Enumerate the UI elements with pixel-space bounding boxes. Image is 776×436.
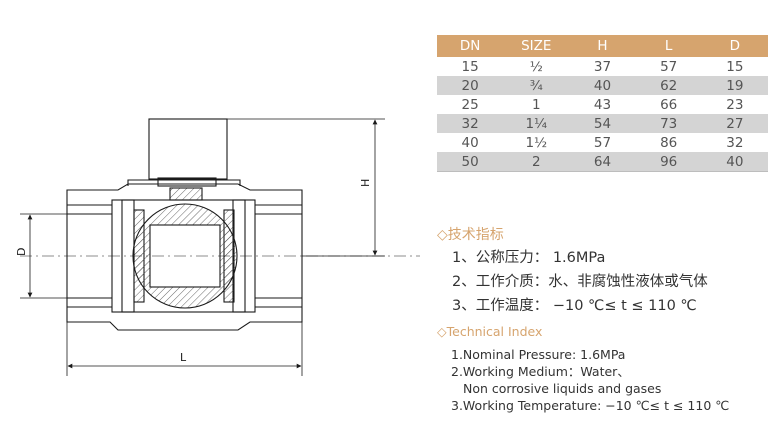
cell: 40	[461, 134, 479, 151]
table-row: 40 1½ 57 86 32	[437, 133, 768, 152]
table-row: 15 ½ 37 57 15	[437, 57, 768, 76]
cell: 1½	[525, 134, 548, 151]
cell: 25	[461, 96, 479, 113]
list-item: 1.Nominal Pressure: 1.6MPa	[451, 347, 626, 362]
cell: 96	[635, 152, 702, 172]
cell: 1¼	[503, 114, 570, 133]
header-size: SIZE	[503, 35, 570, 57]
list-item: 1、公称压力： 1.6MPa	[452, 250, 606, 266]
cell: 64	[569, 152, 636, 172]
cell: 37	[593, 58, 612, 75]
list-item: 3、工作温度： −10 ℃≤ t ≤ 110 ℃	[452, 298, 697, 314]
table-row: 20 ¾ 40 62 19	[437, 76, 768, 95]
spec-table: DN SIZE H L D 15 ½ 37 57 15 20 ¾ 40 62 1…	[437, 35, 768, 172]
technical-index-en-list: 1.Nominal Pressure: 1.6MPa 2.Working Med…	[451, 346, 729, 414]
table-header-row: DN SIZE H L D	[437, 35, 768, 57]
dimension-label-h: H	[359, 179, 372, 187]
cell: 1	[531, 96, 541, 113]
cell: 15	[461, 58, 479, 75]
ball-valve-drawing: H D L	[15, 118, 420, 376]
table-row: 25 1 43 66 23	[437, 95, 768, 114]
cell: 27	[701, 114, 768, 133]
cell: 15	[726, 58, 744, 75]
cell: 40	[701, 152, 768, 172]
cell: ½	[529, 58, 543, 75]
header-d: D	[701, 35, 768, 57]
technical-index-cn-list: 1、公称压力： 1.6MPa 2、工作介质：水、非腐蚀性液体或气体 3、工作温度…	[452, 246, 708, 318]
list-item: Non corrosive liquids and gases	[463, 381, 662, 396]
cell: 86	[660, 134, 678, 151]
cell: 57	[593, 134, 612, 151]
cell: 54	[569, 114, 636, 133]
table-row: 50 2 64 96 40	[437, 152, 768, 172]
cell: 32	[437, 114, 504, 133]
valve-handle	[148, 118, 228, 180]
technical-index-en-heading: ◇Technical Index	[437, 324, 543, 339]
header-h: H	[569, 35, 636, 57]
cell: 66	[660, 96, 678, 113]
cell: ¾	[503, 76, 570, 95]
cell: 57	[660, 58, 678, 75]
cell: 40	[569, 76, 636, 95]
cell: 62	[635, 76, 702, 95]
list-item: 3.Working Temperature: −10 ℃≤ t ≤ 110 ℃	[451, 398, 730, 413]
cell: 2	[503, 152, 570, 172]
table-row: 32 1¼ 54 73 27	[437, 114, 768, 133]
header-l: L	[635, 35, 702, 57]
header-dn: DN	[437, 35, 504, 57]
dimension-label-d: D	[15, 248, 28, 256]
cell: 19	[701, 76, 768, 95]
cell: 73	[635, 114, 702, 133]
cell: 43	[593, 96, 612, 113]
dimension-label-l: L	[180, 351, 187, 364]
list-item: 2.Working Medium：Water、	[451, 364, 630, 379]
cell: 50	[437, 152, 504, 172]
technical-index-cn-heading: ◇技术指标	[437, 227, 504, 243]
cell: 23	[726, 96, 744, 113]
list-item: 2、工作介质：水、非腐蚀性液体或气体	[452, 274, 708, 290]
cell: 20	[437, 76, 504, 95]
cell: 32	[726, 134, 744, 151]
